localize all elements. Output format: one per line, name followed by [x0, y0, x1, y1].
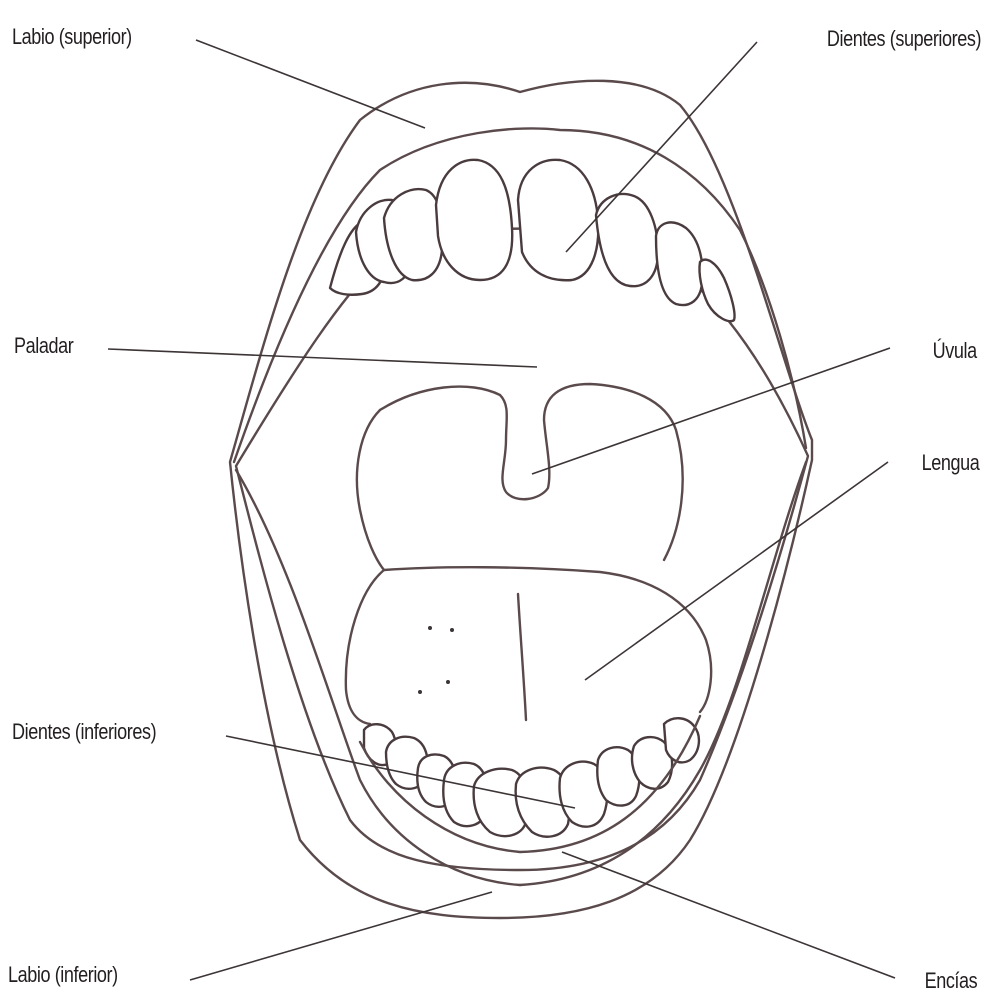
- label-lengua: Lengua: [921, 450, 979, 476]
- label-labio-superior: Labio (superior): [12, 24, 132, 50]
- label-paladar: Paladar: [14, 333, 73, 359]
- leader-paladar: [108, 349, 537, 367]
- tongue-top: [384, 567, 711, 712]
- tongue-midline: [518, 594, 526, 720]
- lower-teeth: [364, 718, 699, 836]
- throat-outline: [380, 384, 683, 560]
- label-dientes-inferiores: Dientes (inferiores): [12, 719, 156, 745]
- upper-teeth: [330, 160, 735, 321]
- label-dientes-superiores: Dientes (superiores): [827, 26, 981, 52]
- tongue-outline: [346, 570, 384, 724]
- label-uvula: Úvula: [933, 338, 977, 364]
- throat-left: [357, 410, 384, 570]
- label-encias: Encías: [924, 968, 977, 994]
- leader-lengua: [585, 462, 888, 680]
- leader-labio-inferior: [190, 892, 492, 980]
- tongue-dots: [418, 626, 454, 694]
- label-labio-inferior: Labio (inferior): [8, 962, 118, 988]
- leader-uvula: [532, 348, 890, 474]
- leader-dientes-superiores: [566, 42, 757, 252]
- leader-labio-superior: [196, 40, 425, 128]
- leader-encias: [562, 852, 895, 978]
